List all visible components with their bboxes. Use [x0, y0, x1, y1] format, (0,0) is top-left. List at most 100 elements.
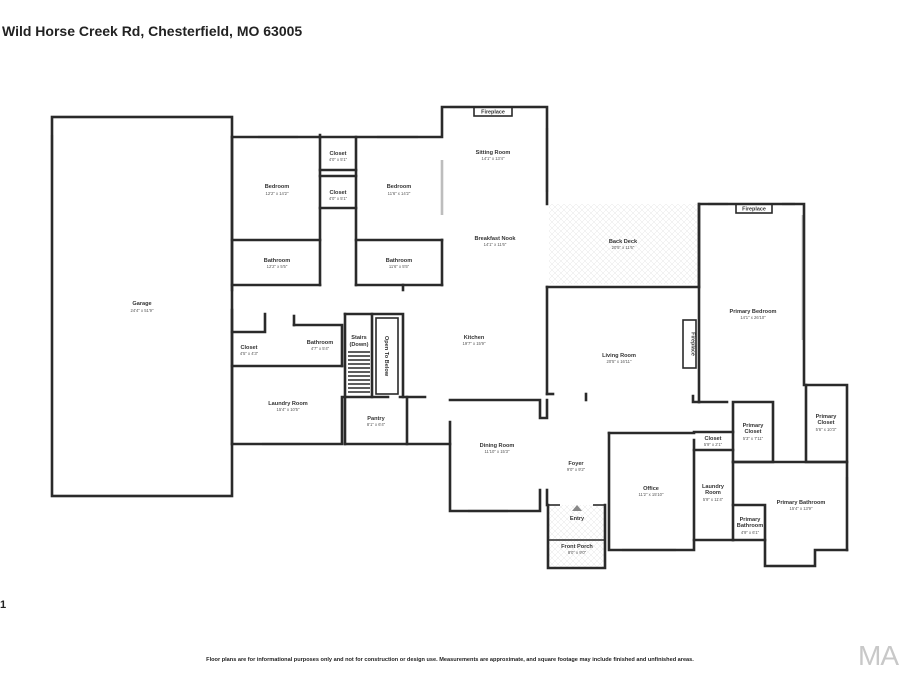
- svg-text:Pantry: Pantry: [367, 416, 385, 422]
- entry-arrow-icon: [572, 505, 582, 511]
- svg-text:5'3" x 7'11": 5'3" x 7'11": [743, 436, 764, 441]
- svg-text:Kitchen: Kitchen: [464, 335, 485, 341]
- room-laundry-1: Laundry Room 15'4" x 10'5": [268, 401, 307, 412]
- room-kitchen: Kitchen 19'7" x 15'9": [463, 335, 486, 346]
- svg-text:19'7" x 15'9": 19'7" x 15'9": [463, 341, 486, 346]
- room-primary-bathroom: Primary Bathroom 15'4" x 13'9": [777, 500, 826, 511]
- svg-text:4'0" x 5'1": 4'0" x 5'1": [329, 157, 348, 162]
- walls: [50, 105, 849, 570]
- svg-text:8'1" x 6'4": 8'1" x 6'4": [367, 422, 386, 427]
- svg-text:Office: Office: [643, 486, 659, 492]
- front-porch-area: [548, 505, 605, 568]
- svg-text:8'0" x 9'0": 8'0" x 9'0": [568, 550, 587, 555]
- room-closet-1: Closet 4'0" x 5'1": [329, 151, 348, 162]
- room-office: Office 11'2" x 15'10": [639, 486, 664, 497]
- svg-text:5'9" x 2'1": 5'9" x 2'1": [704, 442, 723, 447]
- svg-text:Bathroom: Bathroom: [264, 258, 290, 264]
- page-number: 1: [0, 599, 7, 611]
- fireplace-living: Fireplace: [682, 319, 697, 369]
- disclaimer-text: Floor plans are for informational purpos…: [206, 657, 694, 663]
- svg-text:14'1" x 26'10": 14'1" x 26'10": [740, 315, 766, 320]
- room-bathroom-2: Bathroom 11'6" x 5'5": [386, 258, 412, 269]
- room-back-deck: Back Deck 20'5" x 11'6": [609, 239, 638, 250]
- room-living: Living Room 20'5" x 16'11": [602, 353, 636, 364]
- svg-text:Primary Bathroom: Primary Bathroom: [777, 500, 826, 506]
- room-garage: Garage 24'4" x 51'9": [131, 301, 154, 313]
- svg-text:11'10" x 15'3": 11'10" x 15'3": [485, 449, 510, 454]
- fireplace-top: Fireplace: [473, 106, 513, 117]
- stairs-lines: [348, 317, 399, 395]
- svg-text:11'2" x 15'10": 11'2" x 15'10": [639, 492, 664, 497]
- svg-text:Front Porch: Front Porch: [561, 544, 593, 550]
- fireplace-primary: Fireplace: [735, 203, 773, 214]
- room-bathroom-3: Bathroom 4'7" x 5'4": [307, 340, 333, 351]
- svg-text:Closet: Closet: [704, 436, 721, 442]
- svg-text:Primary Bedroom: Primary Bedroom: [730, 309, 777, 315]
- svg-text:Garage: Garage: [132, 301, 151, 307]
- svg-text:11'6" x 14'2": 11'6" x 14'2": [388, 191, 411, 196]
- svg-text:Dining Room: Dining Room: [480, 443, 515, 449]
- svg-text:Bedroom: Bedroom: [265, 184, 290, 190]
- svg-text:Closet: Closet: [329, 151, 346, 157]
- room-sitting: Sitting Room 14'1" x 13'4": [476, 150, 511, 161]
- room-pantry: Pantry 8'1" x 6'4": [367, 416, 386, 427]
- svg-text:4'7" x 5'4": 4'7" x 5'4": [311, 346, 330, 351]
- svg-text:4'9" x 6'1": 4'9" x 6'1": [741, 530, 760, 535]
- room-breakfast-nook: Breakfast Nook 14'1" x 11'6": [474, 236, 516, 247]
- svg-text:Bedroom: Bedroom: [387, 184, 412, 190]
- svg-text:Bathroom: Bathroom: [307, 340, 333, 346]
- svg-text:Bathroom: Bathroom: [386, 258, 412, 264]
- room-stairs: Stairs (Down): [350, 335, 369, 348]
- svg-text:14'1" x 13'4": 14'1" x 13'4": [482, 156, 505, 161]
- room-bedroom-2: Bedroom 11'6" x 14'2": [387, 184, 412, 196]
- svg-text:Living Room: Living Room: [602, 353, 636, 359]
- svg-text:12'2" x 14'2": 12'2" x 14'2": [266, 191, 289, 196]
- room-foyer: Foyer 9'0" x 9'2": [567, 461, 586, 472]
- svg-text:Laundry Room: Laundry Room: [268, 401, 307, 407]
- room-bedroom-1: Bedroom 12'2" x 14'2": [265, 184, 290, 196]
- svg-text:20'5" x 16'11": 20'5" x 16'11": [607, 359, 632, 364]
- svg-text:11'6" x 5'5": 11'6" x 5'5": [389, 264, 410, 269]
- room-front-porch: Front Porch 8'0" x 9'0": [561, 544, 593, 555]
- svg-text:14'1" x 11'6": 14'1" x 11'6": [484, 242, 507, 247]
- svg-text:(Down): (Down): [350, 342, 369, 348]
- svg-text:Entry: Entry: [570, 516, 585, 522]
- svg-text:20'5" x 11'6": 20'5" x 11'6": [612, 245, 635, 250]
- room-bathroom-1: Bathroom 12'2" x 5'5": [264, 258, 290, 269]
- svg-text:12'2" x 5'5": 12'2" x 5'5": [267, 264, 288, 269]
- svg-text:5'9" x 11'4": 5'9" x 11'4": [703, 497, 724, 502]
- svg-text:Back Deck: Back Deck: [609, 239, 638, 245]
- svg-text:9'0" x 9'2": 9'0" x 9'2": [567, 467, 586, 472]
- back-deck-area: [549, 204, 699, 284]
- room-entry: Entry: [570, 516, 585, 522]
- svg-text:Sitting Room: Sitting Room: [476, 150, 511, 156]
- room-dining: Dining Room 11'10" x 15'3": [480, 443, 515, 454]
- svg-text:4'0" x 5'1": 4'0" x 5'1": [329, 196, 348, 201]
- svg-text:5'6" x 10'3": 5'6" x 10'3": [816, 427, 837, 432]
- room-primary-bedroom: Primary Bedroom 14'1" x 26'10": [730, 309, 777, 320]
- svg-text:15'4" x 13'9": 15'4" x 13'9": [790, 506, 813, 511]
- svg-text:24'4" x 51'9": 24'4" x 51'9": [131, 308, 154, 313]
- svg-text:Closet: Closet: [329, 190, 346, 196]
- svg-text:Fireplace: Fireplace: [481, 110, 505, 116]
- room-closet-2: Closet 4'0" x 5'1": [329, 190, 348, 201]
- svg-text:4'5" x 4'3": 4'5" x 4'3": [240, 351, 259, 356]
- svg-text:Foyer: Foyer: [568, 461, 584, 467]
- room-closet-3: Closet 4'5" x 4'3": [240, 345, 259, 356]
- address-title: Wild Horse Creek Rd, Chesterfield, MO 63…: [2, 23, 303, 39]
- room-closet-4: Closet 5'9" x 2'1": [704, 436, 723, 447]
- brand-logo: MA: [858, 640, 899, 671]
- svg-text:Open To Below: Open To Below: [383, 336, 389, 377]
- svg-text:15'4" x 10'5": 15'4" x 10'5": [277, 407, 300, 412]
- room-open-to-below: Open To Below: [383, 336, 389, 377]
- svg-text:Stairs: Stairs: [351, 335, 367, 341]
